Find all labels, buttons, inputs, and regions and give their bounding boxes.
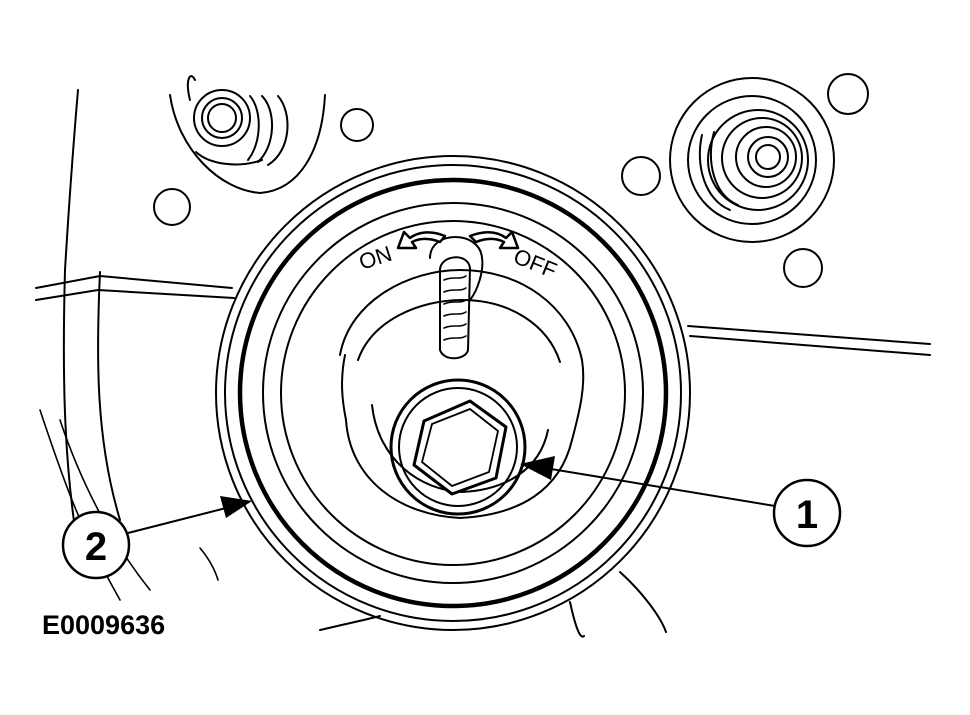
mounting-holes — [153, 73, 869, 288]
left-curved-arrow-icon — [396, 230, 447, 250]
callout-1-number: 1 — [796, 493, 818, 537]
callout-1: 1 — [520, 456, 842, 548]
drain-valve-lever — [429, 236, 484, 360]
figure-id-label: E0009636 — [42, 610, 165, 640]
dial-on-label: ON — [356, 241, 395, 275]
filter-cap — [215, 155, 691, 631]
callout-2-circle — [61, 510, 131, 580]
leader-line-1 — [544, 467, 776, 507]
hex-bolt-icon — [389, 378, 527, 516]
right-curved-arrow-icon — [468, 230, 520, 250]
callout-2: 2 — [61, 496, 252, 580]
upper-right-boss — [669, 77, 835, 243]
callout-1-circle — [772, 478, 842, 548]
upper-left-boss — [169, 75, 326, 194]
leader-arrowhead-2 — [220, 496, 252, 518]
dial-off-label: OFF — [510, 243, 560, 283]
leader-line-2 — [127, 506, 231, 534]
cap-seal-ring — [237, 177, 669, 609]
housing-outline — [35, 89, 931, 638]
callout-2-number: 2 — [85, 525, 107, 569]
leader-arrowhead-1 — [520, 456, 555, 480]
